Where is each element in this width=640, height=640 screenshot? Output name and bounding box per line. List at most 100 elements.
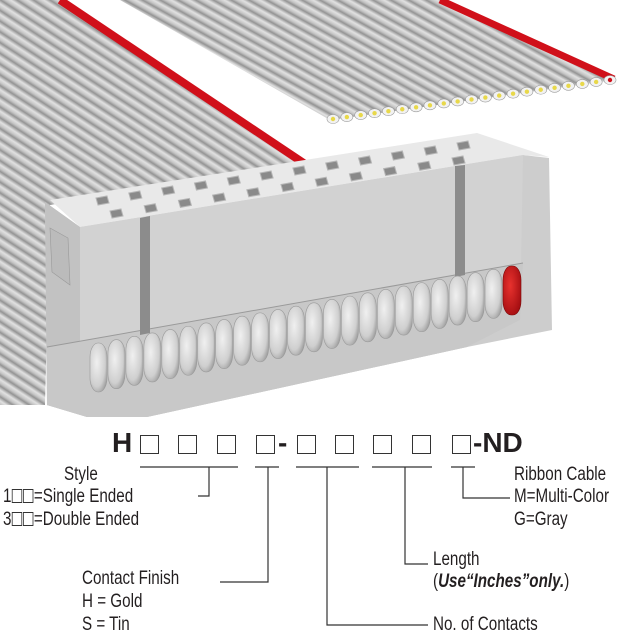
style-meaning: =Single Ended (33, 486, 134, 507)
contact-hole (348, 171, 364, 182)
finish-option-tin: S = Tin (82, 614, 130, 635)
wire-coil (269, 309, 287, 359)
contact-hole (314, 176, 329, 187)
left-ribbon-cable (0, 0, 310, 405)
part-prefix: H (112, 427, 133, 458)
contact-hole (280, 181, 295, 193)
style-code: 3 (3, 509, 12, 530)
digit-box (11, 512, 22, 526)
style-option-single: 1 =Single Ended (3, 486, 133, 508)
contact-hole (143, 203, 158, 214)
style-option-double: 3 =Double Ended (3, 509, 139, 531)
conductor-end (479, 92, 492, 103)
style-meaning: =Double Ended (33, 509, 140, 530)
conductor-end (534, 84, 548, 95)
contact-hole (357, 155, 373, 166)
contact-hole (390, 150, 405, 161)
style-digit-box (217, 435, 236, 454)
conductor-end (437, 98, 451, 109)
wire-coil (430, 279, 449, 329)
style-code: 1 (3, 486, 12, 507)
conductor-end (368, 108, 381, 118)
wire-coil (143, 332, 162, 383)
ribbon-option-multicolor: M=Multi-Color (514, 486, 610, 507)
wire-coil (412, 282, 431, 333)
conductor-end (409, 102, 423, 113)
connector-top-face (50, 133, 549, 227)
contact-hole (451, 155, 466, 166)
rib-right (455, 165, 465, 277)
contact-hole (292, 165, 307, 176)
conductor-end (340, 112, 354, 122)
finish-option-gold: H = Gold (82, 591, 143, 612)
contact-hole (193, 180, 209, 191)
wire-coil (215, 319, 233, 369)
conductor-end (395, 104, 409, 115)
contact-hole (325, 160, 340, 171)
contacts-title: No. of Contacts (433, 614, 538, 635)
wire-coil (359, 292, 377, 343)
cable-end-conductors (326, 75, 617, 124)
ribbon-option-gray: G=Gray (514, 509, 568, 530)
wire-coil (394, 285, 413, 336)
wire-coil (197, 322, 216, 373)
conductor-end (492, 90, 506, 101)
part-suffix: -ND (473, 427, 523, 458)
wire-coil (466, 272, 485, 322)
contacts-box (335, 435, 354, 454)
ribbon-type-box (452, 435, 471, 454)
contact-hole (161, 185, 176, 196)
contacts-box (297, 435, 316, 454)
length-note-text: Use“Inches”only. (438, 571, 565, 592)
length-title: Length (433, 549, 480, 570)
paren: ) (564, 571, 570, 592)
rib-left (140, 216, 150, 335)
wire-coil (323, 299, 341, 349)
right-ribbon-cable (120, 0, 615, 120)
conductor-end (465, 94, 478, 105)
contact-hole (423, 145, 438, 156)
wire-coil (448, 275, 467, 326)
conductor-end (548, 83, 561, 93)
conductor-end (354, 110, 368, 120)
style-title: Style (64, 464, 98, 485)
contact-hole (128, 190, 143, 201)
conductor-end (589, 77, 603, 87)
wire-coil (161, 329, 180, 379)
wire-coil (377, 289, 395, 339)
contact-hole (177, 197, 193, 208)
digit-box (22, 512, 34, 526)
conductor-end (506, 88, 520, 99)
latch (49, 227, 71, 286)
wire-coil (484, 269, 503, 319)
contact-hole (95, 195, 110, 206)
legend-leader-lines (140, 466, 510, 626)
conductor-end (575, 79, 589, 89)
ribbon-cable-title: Ribbon Cable (514, 464, 607, 485)
length-box (412, 435, 431, 454)
digit-box (11, 489, 22, 503)
wire-coil (251, 312, 269, 363)
conductor-end (603, 75, 617, 85)
contact-hole (417, 160, 432, 171)
digit-box (22, 489, 34, 503)
contact-hole (259, 170, 274, 181)
paren: ( (433, 571, 439, 592)
wire-coil (341, 295, 359, 346)
style-digit-box (140, 435, 159, 454)
length-box (373, 435, 392, 454)
conductor-end (326, 114, 340, 124)
length-note: (Use“Inches”only.) (433, 571, 569, 593)
red-wire-coil (502, 265, 522, 316)
wire-coil (125, 336, 144, 386)
wire-coil (107, 339, 126, 389)
conductor-end (382, 106, 395, 116)
conductor-end (562, 81, 575, 91)
finish-box (256, 435, 275, 454)
conductor-end (423, 100, 437, 111)
idc-connector (45, 133, 552, 417)
wire-coil (305, 302, 323, 353)
left-cable-red-stripe (57, 0, 308, 168)
wire-coil (233, 315, 251, 366)
